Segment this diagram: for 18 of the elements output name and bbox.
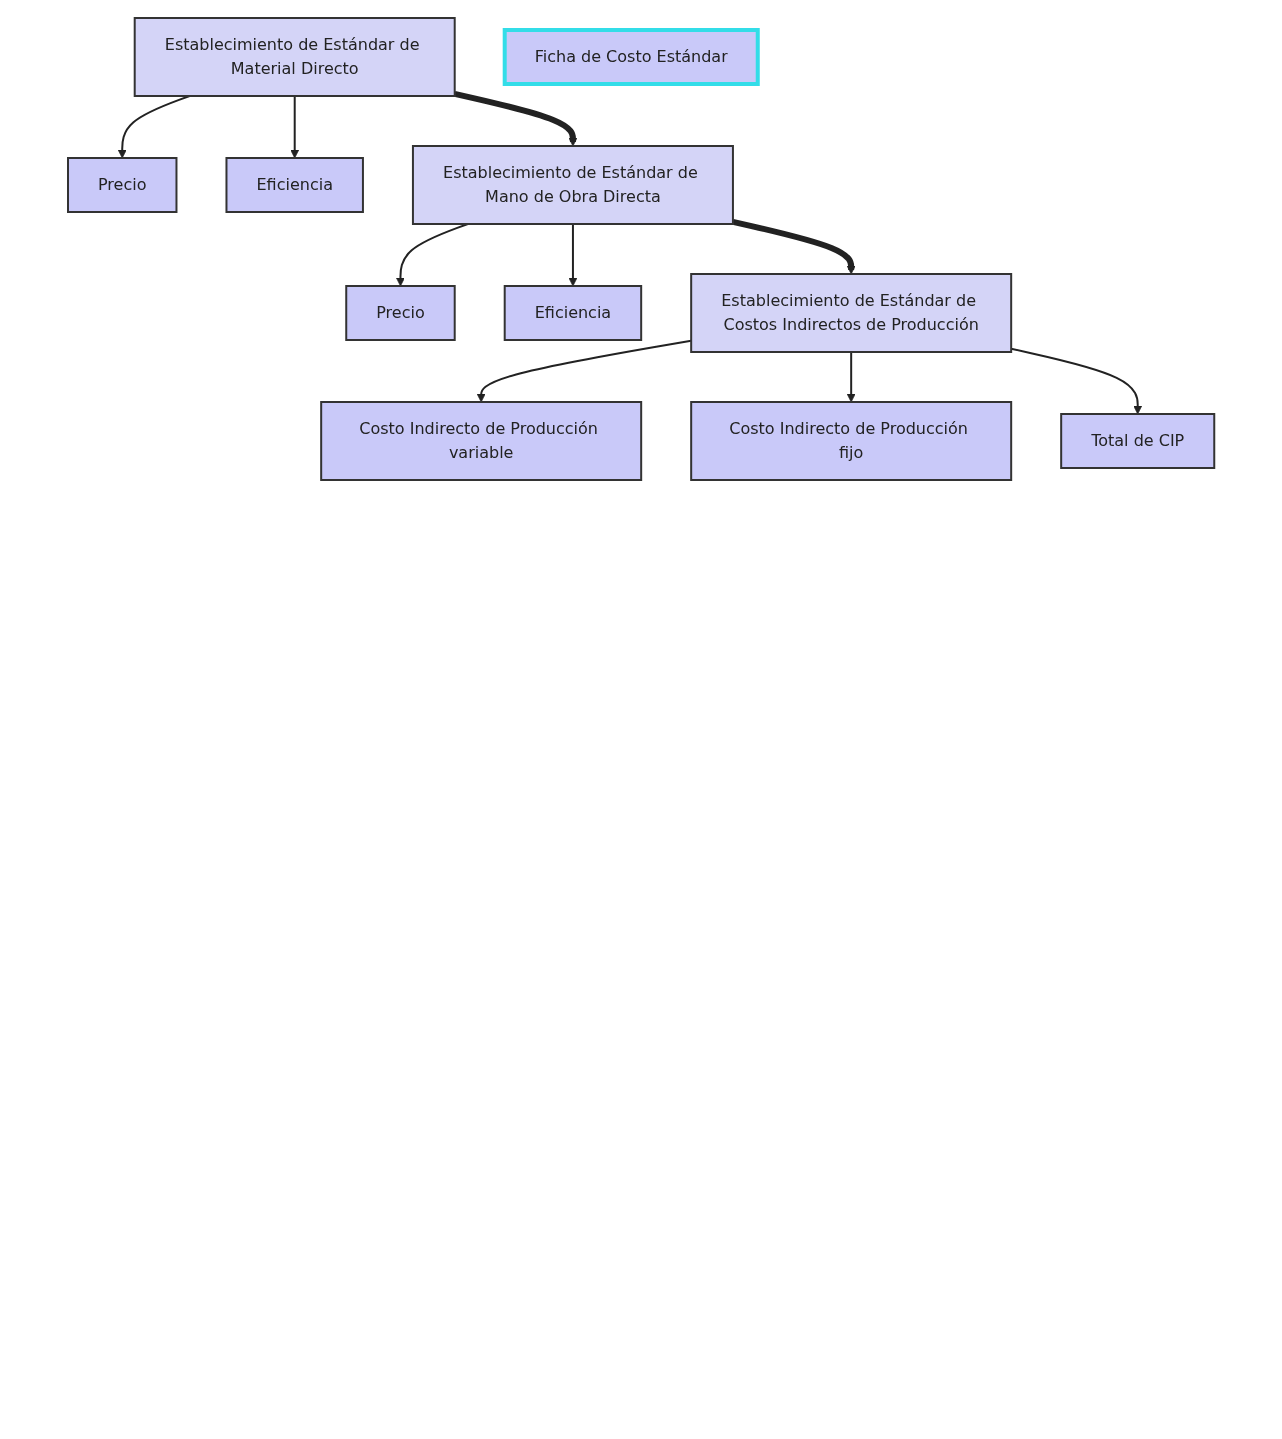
node-box: Costo Indirecto de Producción variable xyxy=(320,401,643,481)
arrow xyxy=(395,223,469,287)
arrow xyxy=(453,90,578,147)
arrow xyxy=(1010,347,1142,415)
node-box: Establecimiento de Estándar de Material Directo xyxy=(133,17,456,97)
node-box: Ficha de Costo Estándar xyxy=(502,28,760,86)
node-box: Total de CIP xyxy=(1060,413,1216,469)
node-box: Establecimiento de Estándar de Mano de Obra Directa xyxy=(411,145,734,225)
arrow xyxy=(846,351,856,403)
node-box: Eficiencia xyxy=(503,285,643,341)
node-box: Precio xyxy=(345,285,456,341)
node-box: Eficiencia xyxy=(225,157,364,213)
node-box: Precio xyxy=(66,157,178,213)
node-box: Establecimiento de Estándar de Costos Indirectos de Producción xyxy=(690,273,1013,353)
arrow xyxy=(290,95,299,159)
node-box: Costo Indirecto de Producción fijo xyxy=(690,401,1013,481)
arrow xyxy=(732,218,856,275)
arrow xyxy=(568,223,578,287)
